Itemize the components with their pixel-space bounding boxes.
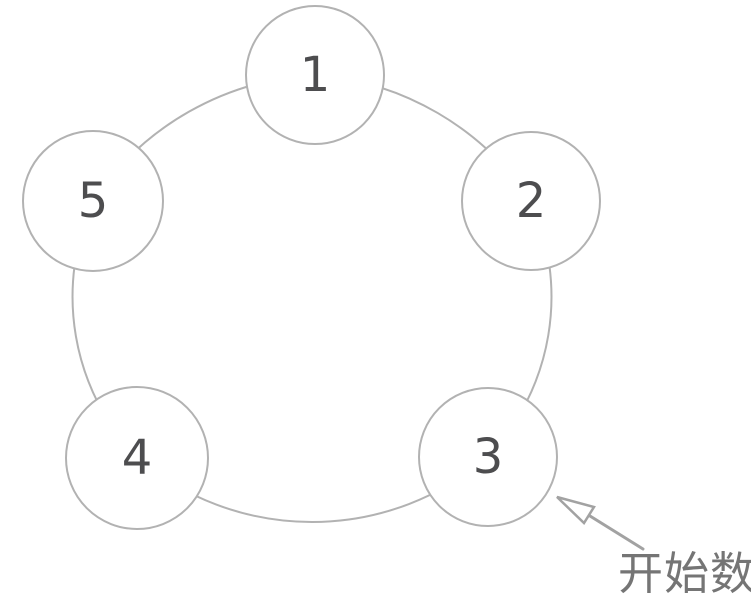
node-circle-2 [461,131,601,271]
node-label-2: 2 [516,173,547,229]
node-circle-1 [245,5,385,145]
node-label-5: 5 [78,173,109,229]
start-counting-label: 开始数 [618,547,751,600]
node-label-4: 4 [122,430,153,486]
node-circle-3 [418,387,558,527]
node-label-3: 3 [473,429,504,485]
node-circle-4 [65,386,209,530]
node-label-1: 1 [300,47,331,103]
arrow-shaft [588,514,645,551]
node-circle-5 [22,130,164,272]
arrow-head-icon [556,495,596,525]
